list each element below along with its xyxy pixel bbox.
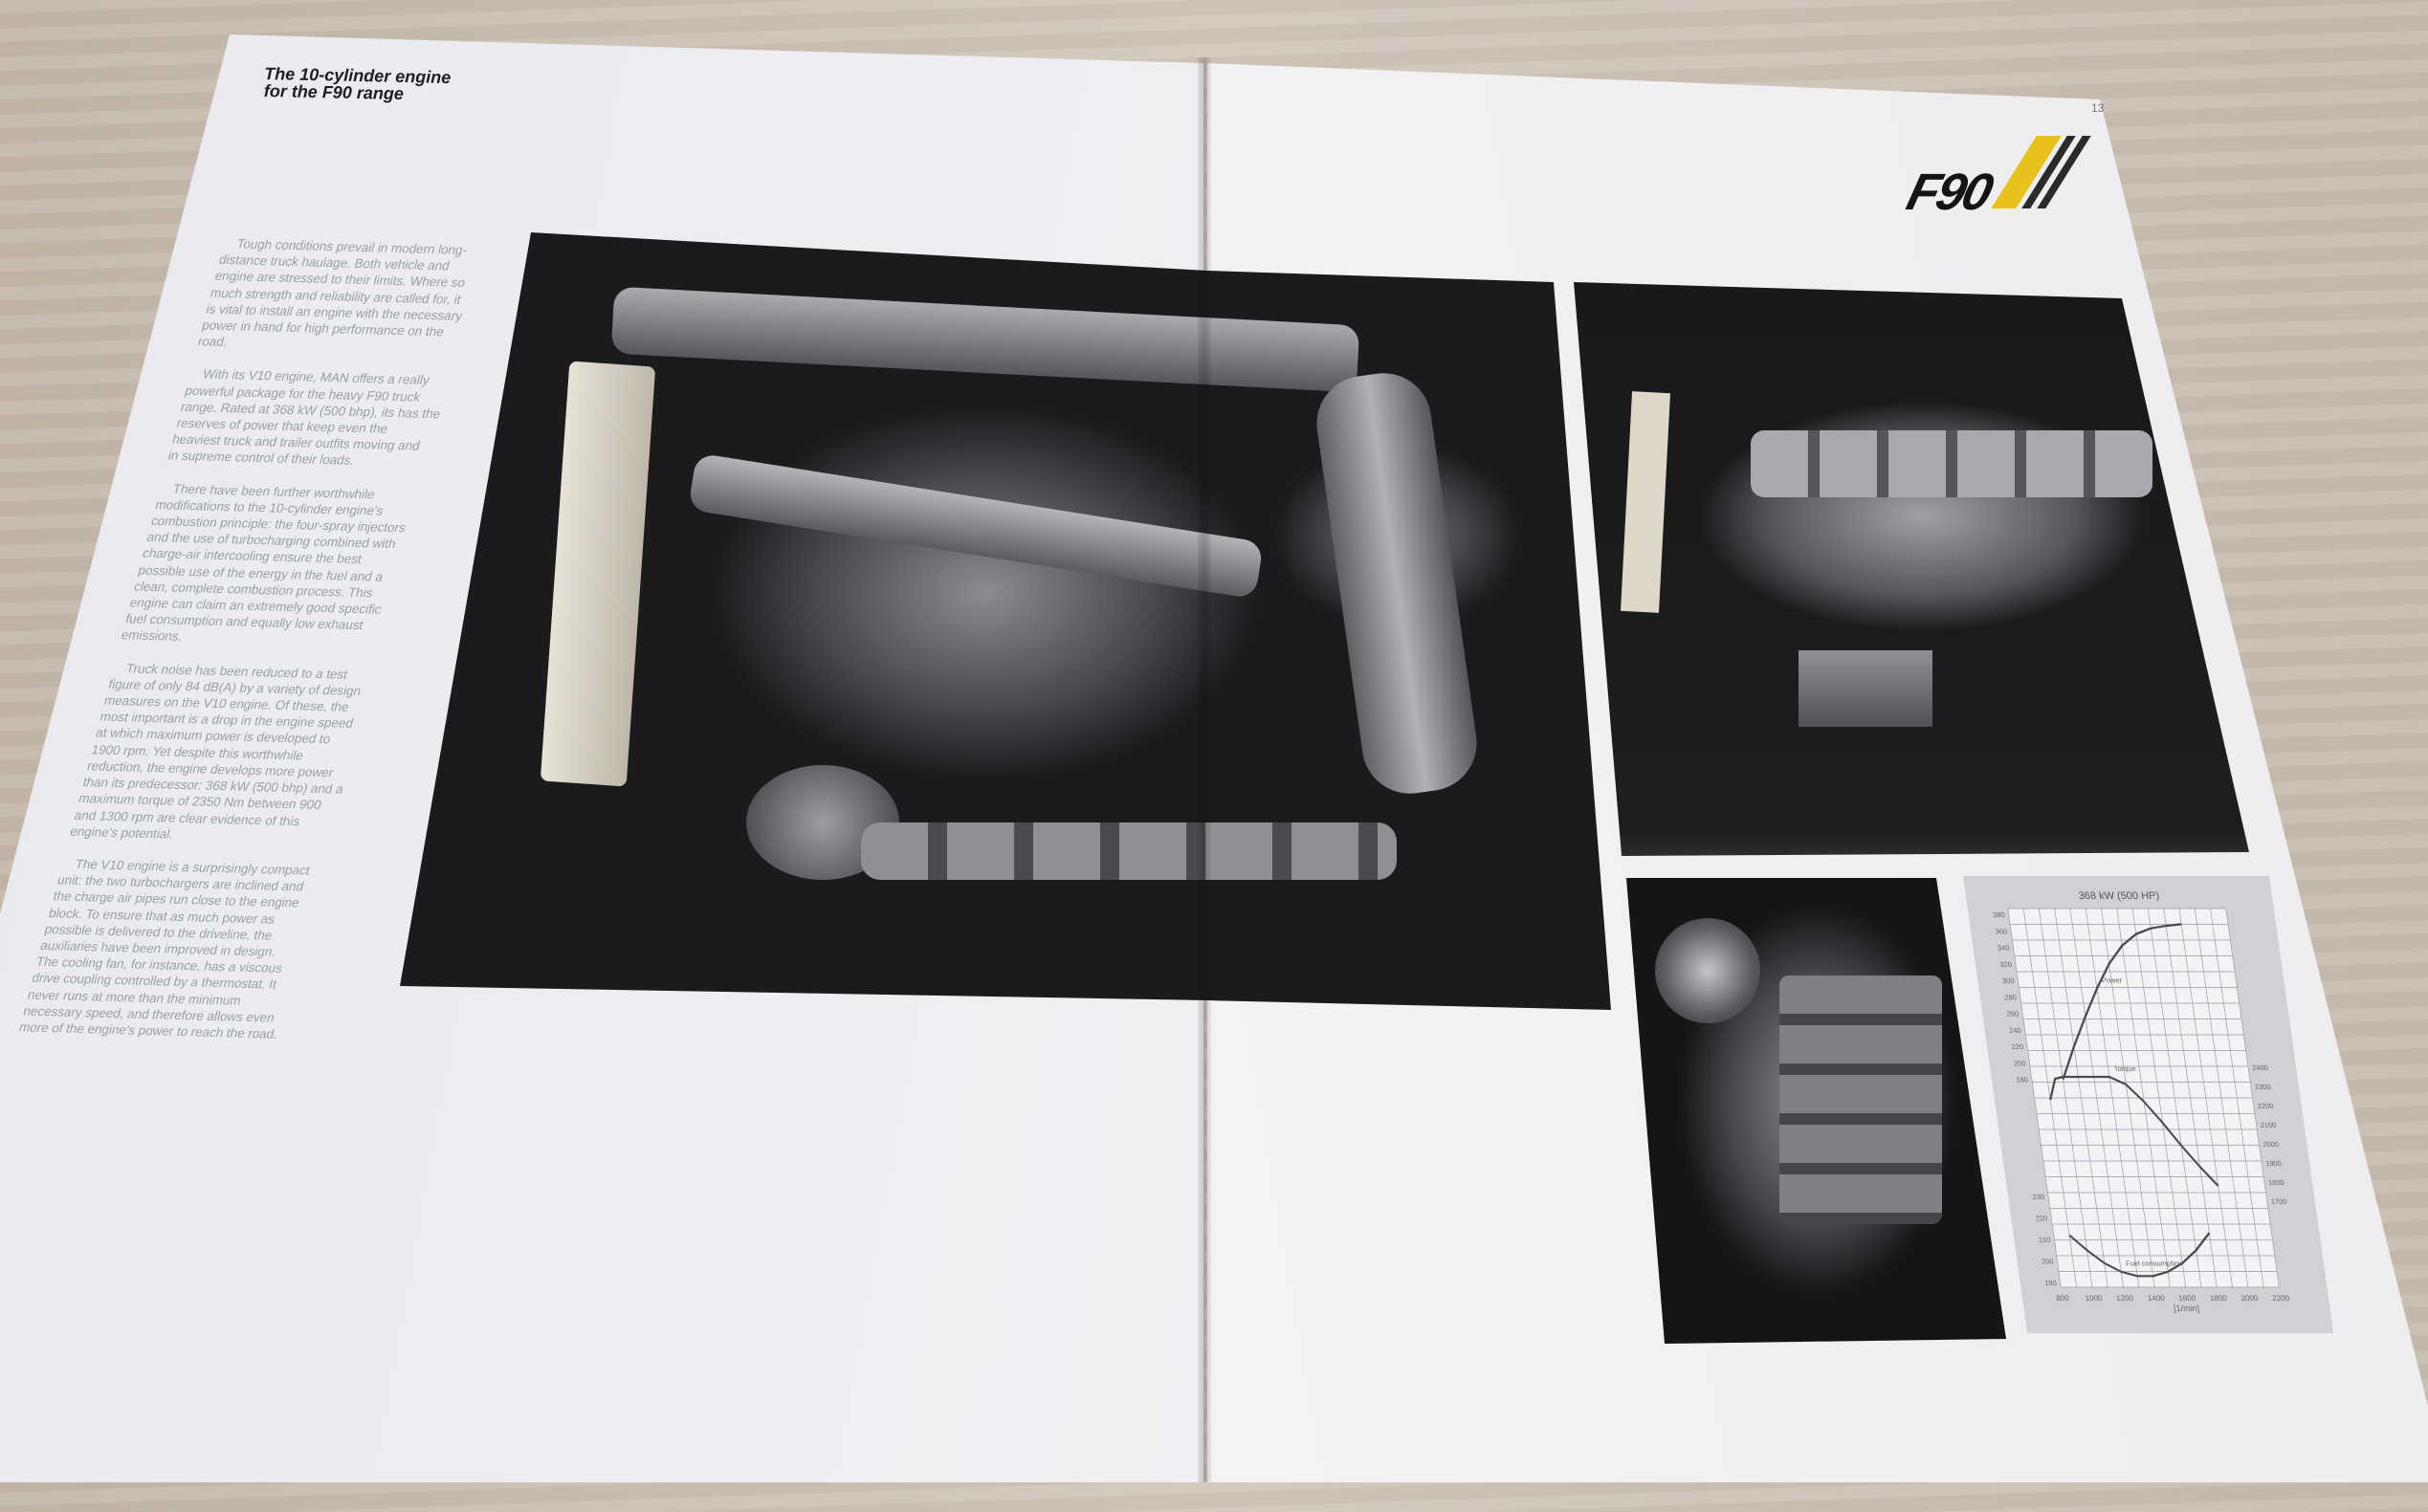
x-tick-label: 800 xyxy=(2056,1294,2070,1303)
y-tick-label: 260 xyxy=(2006,1010,2020,1019)
y-tick-label: 220 xyxy=(2035,1215,2048,1223)
y-tick-label: 190 xyxy=(2044,1279,2058,1287)
x-tick-label: 1200 xyxy=(2116,1294,2135,1303)
series-label: Torque xyxy=(2113,1064,2136,1073)
performance-chart-panel: 368 kW (500 HP) [1/min] 800 1000 1200 1400 1… xyxy=(1963,876,2334,1333)
chart-grid xyxy=(2007,908,2280,1288)
x-tick-label: 1000 xyxy=(2085,1294,2104,1303)
y-tick-label: 200 xyxy=(2042,1258,2055,1266)
logo-text: F90 xyxy=(1901,164,1997,221)
paragraph: Tough conditions prevail in modern long-… xyxy=(196,236,470,350)
x-axis-label: [1/min] xyxy=(2173,1304,2199,1313)
engine-block xyxy=(1779,975,1942,1224)
charge-air-pipe xyxy=(688,452,1264,600)
y-tick-label: 180 xyxy=(2016,1076,2029,1085)
brochure-spine xyxy=(1198,57,1211,1482)
y-tick-label: 240 xyxy=(2009,1026,2022,1035)
y-tick-label: 1800 xyxy=(2267,1178,2285,1187)
chart-ticks: 800 1000 1200 1400 1600 1800 2000 2200 180 200 220… xyxy=(1993,910,2291,1303)
y-tick-label: 2100 xyxy=(2260,1121,2277,1129)
y-tick-label: 2400 xyxy=(2252,1063,2269,1072)
chart-title: 368 kW (500 HP) xyxy=(2078,890,2160,902)
page-title: The 10-cylinder engine for the F90 range xyxy=(264,64,452,103)
x-tick-label: 1600 xyxy=(2178,1294,2197,1303)
y-tick-label: 220 xyxy=(2011,1042,2024,1051)
x-tick-label: 1800 xyxy=(2209,1294,2228,1303)
y-tick-label: 230 xyxy=(2032,1193,2045,1201)
paragraph: Truck noise has been reduced to a test f… xyxy=(68,661,364,842)
cylinder-heads xyxy=(1751,430,2152,497)
y-tick-label: 2000 xyxy=(2262,1140,2280,1149)
y-tick-label: 1700 xyxy=(2270,1197,2287,1206)
performance-chart: 368 kW (500 HP) [1/min] 800 1000 1200 1400 1… xyxy=(1993,890,2291,1313)
exhaust-manifold xyxy=(861,822,1397,880)
y-tick-label: 2300 xyxy=(2254,1083,2271,1091)
y-tick-label: 360 xyxy=(1995,927,2008,935)
page-number: 13 xyxy=(2091,101,2105,115)
cooling-fan xyxy=(540,361,656,787)
series-label: Fuel consumption xyxy=(2125,1260,2182,1268)
y-tick-label: 210 xyxy=(2038,1236,2051,1244)
y-tick-label: 300 xyxy=(2001,976,2015,985)
y-tick-label: 1900 xyxy=(2265,1159,2283,1168)
paragraph: With its V10 engine, MAN offers a really… xyxy=(166,366,443,469)
y-tick-label: 200 xyxy=(2013,1059,2026,1067)
paragraph: There have been further worthwhile modif… xyxy=(120,481,408,645)
series-line-fuel-consumption xyxy=(2068,1232,2211,1278)
series-line-torque xyxy=(2049,1075,2219,1187)
x-tick-label: 2000 xyxy=(2240,1294,2260,1303)
series-label: Power xyxy=(2101,976,2123,985)
cooling-fan xyxy=(1621,391,1670,613)
y-tick-label: 340 xyxy=(1997,944,2010,953)
y-tick-label: 2200 xyxy=(2257,1102,2274,1110)
y-tick-label: 380 xyxy=(1993,910,2006,919)
intake-pipe xyxy=(610,286,1360,393)
oil-sump xyxy=(1799,650,1932,727)
x-tick-label: 2200 xyxy=(2272,1294,2291,1303)
x-tick-label: 1400 xyxy=(2147,1294,2166,1303)
series-line-power xyxy=(2062,923,2182,1081)
turbocharger-pipe xyxy=(1310,366,1484,800)
y-tick-label: 280 xyxy=(2004,993,2018,1001)
paragraph: The V10 engine is a surprisingly compact… xyxy=(17,856,312,1041)
f90-logo: F90 xyxy=(1902,130,2100,221)
y-tick-label: 320 xyxy=(1999,960,2013,969)
turbocharger xyxy=(1655,918,1760,1023)
